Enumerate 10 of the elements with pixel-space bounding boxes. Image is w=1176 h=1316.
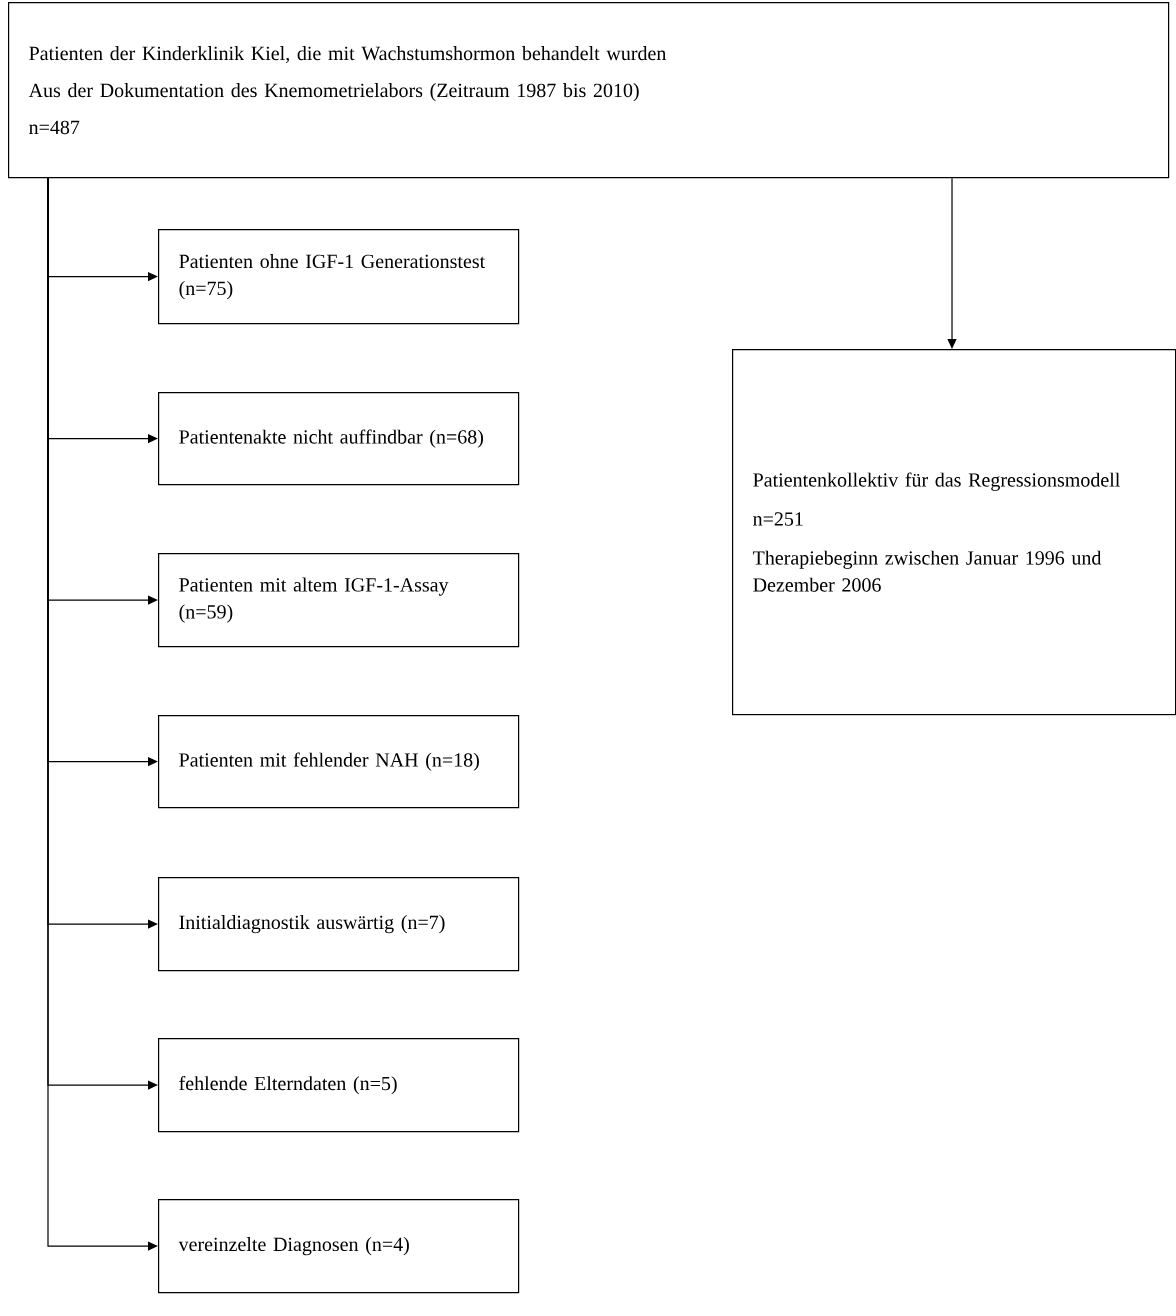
exclusion-box: Patienten mit altem IGF-1-Assay (n=59) xyxy=(158,553,520,648)
exclusion-box: Initialdiagnostik auswärtig (n=7) xyxy=(158,877,520,972)
result-box: Patientenkollektiv für das Regressionsmodell n=251 Therapiebeginn zwischen Januar 1996 und Dezember 2006 xyxy=(732,349,1176,716)
exclusion-box: fehlende Elterndaten (n=5) xyxy=(158,1038,520,1133)
exclusion-box: vereinzelte Diagnosen (n=4) xyxy=(158,1199,520,1294)
exclusion-box: Patientenakte nicht auffindbar (n=68) xyxy=(158,392,520,486)
exclusion-box: Patienten mit fehlender NAH (n=18) xyxy=(158,715,520,809)
source-box: Patienten der Kinderklinik Kiel, die mit Wachstumshormon behandelt wurden Aus der Dokumentation des Knemometrielabors (Zeitraum 1987 bis 2010) n=487 xyxy=(8,2,1170,179)
arrow xyxy=(947,177,957,349)
exclusion-box: Patienten ohne IGF-1 Generationstest (n=75) xyxy=(158,229,520,325)
